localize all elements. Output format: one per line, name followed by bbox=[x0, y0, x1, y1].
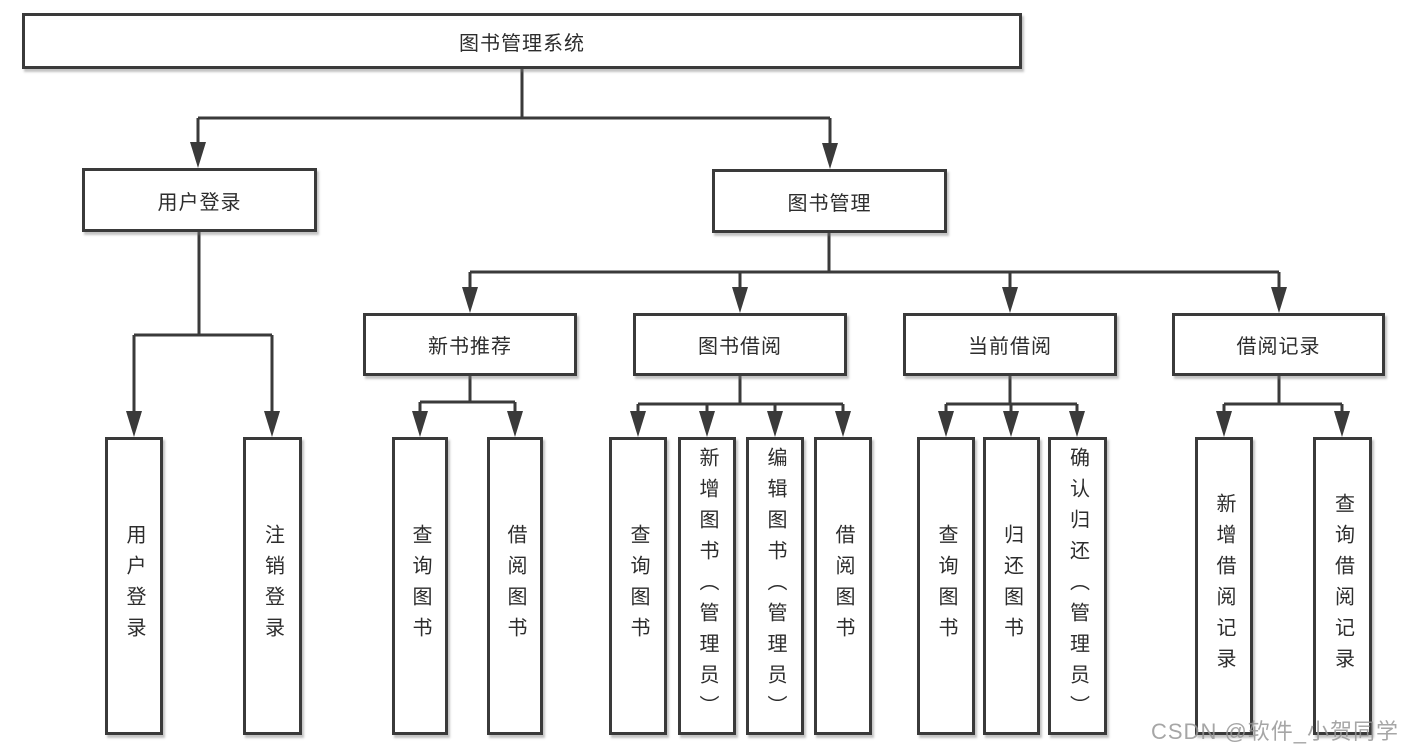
node-new-book-recommend: 新书推荐 bbox=[363, 313, 577, 376]
node-leaf-logout: 注销登录 bbox=[243, 437, 302, 735]
node-leaf-search-books-2: 查询图书 bbox=[609, 437, 667, 735]
node-book-borrowing: 图书借阅 bbox=[633, 313, 847, 376]
node-leaf-return-books: 归还图书 bbox=[983, 437, 1040, 735]
node-leaf-add-borrow-record: 新增借阅记录 bbox=[1195, 437, 1253, 735]
watermark: CSDN @软件_小贺同学 bbox=[1151, 719, 1400, 744]
node-leaf-add-books-admin: 新增图书（管理员） bbox=[678, 437, 736, 735]
node-leaf-user-login: 用户登录 bbox=[105, 437, 163, 735]
node-library-system: 图书管理系统 bbox=[22, 13, 1022, 69]
node-leaf-confirm-return-admin: 确认归还（管理员） bbox=[1048, 437, 1107, 735]
node-book-management: 图书管理 bbox=[712, 169, 947, 233]
node-leaf-edit-books-admin: 编辑图书（管理员） bbox=[746, 437, 804, 735]
node-current-borrowing: 当前借阅 bbox=[903, 313, 1117, 376]
node-leaf-search-books-1: 查询图书 bbox=[392, 437, 448, 735]
node-user-login: 用户登录 bbox=[82, 168, 317, 232]
node-leaf-borrow-books-2: 借阅图书 bbox=[814, 437, 872, 735]
node-leaf-search-borrow-record: 查询借阅记录 bbox=[1313, 437, 1372, 735]
node-borrowing-records: 借阅记录 bbox=[1172, 313, 1385, 376]
node-leaf-search-books-3: 查询图书 bbox=[917, 437, 975, 735]
node-leaf-borrow-books-1: 借阅图书 bbox=[487, 437, 543, 735]
